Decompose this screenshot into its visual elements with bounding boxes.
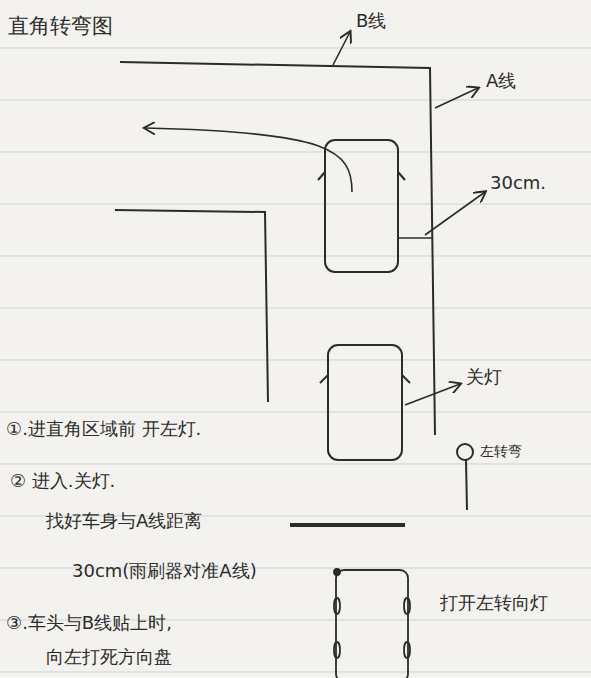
car — [318, 140, 410, 460]
callout-label: 关灯 — [466, 366, 502, 388]
line-mark — [290, 523, 405, 527]
step-note: 找好车身与A线距离 — [46, 510, 202, 532]
step-note: ③.车头与B线贴上时, — [6, 612, 172, 634]
small-car — [334, 569, 410, 678]
leaders — [145, 32, 485, 405]
signal-symbol — [457, 444, 473, 510]
step-note: ①.进直角区域前 开左灯. — [6, 418, 201, 440]
diagram-title: 直角转弯图 — [8, 14, 113, 39]
paper-rules — [0, 48, 591, 672]
step-note: 30cm(雨刷器对准A线) — [72, 560, 257, 582]
road-lines — [115, 62, 435, 435]
line-label: A线 — [486, 70, 516, 92]
callout-label: 打开左转向灯 — [440, 592, 548, 614]
line-label: B线 — [356, 10, 386, 32]
step-note: ② 进入.关灯. — [10, 470, 115, 492]
symbol-label: 左转弯 — [480, 443, 522, 460]
distance-label: 30cm. — [490, 172, 546, 194]
step-note: 向左打死方向盘 — [46, 646, 172, 668]
